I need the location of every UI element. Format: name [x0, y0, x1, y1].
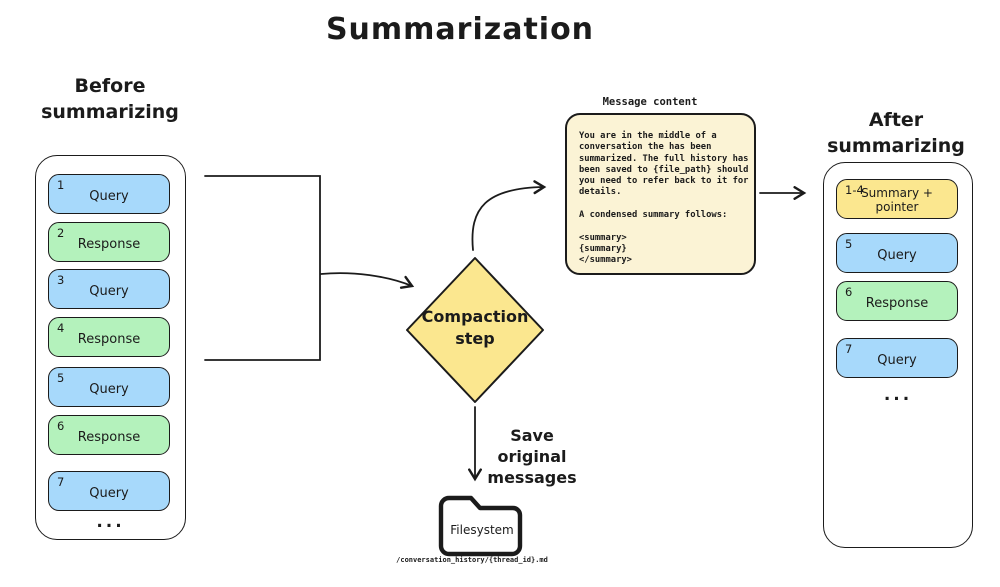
message-box-6[interactable]: 6 Response [48, 415, 170, 455]
message-number: 1-4 [845, 183, 864, 197]
message-label: Query [89, 381, 129, 397]
message-box-5[interactable]: 5 Query [48, 367, 170, 407]
message-box-3[interactable]: 3 Query [48, 269, 170, 309]
message-box-6-after[interactable]: 6 Response [836, 281, 958, 321]
message-number: 1 [57, 178, 65, 192]
message-label: Summary + pointer [861, 185, 933, 214]
compaction-label-line1: Compaction [421, 307, 529, 326]
filesystem-label: Filesystem [450, 523, 514, 537]
message-number: 5 [845, 237, 853, 251]
group-bracket [204, 175, 321, 361]
message-content-label: Message content [602, 96, 698, 108]
message-number: 4 [57, 321, 65, 335]
diagram-title: Summarization [325, 12, 595, 47]
message-label: Response [77, 331, 141, 347]
message-number: 5 [57, 371, 65, 385]
message-label: Query [877, 352, 917, 368]
before-label-line1: Before [74, 75, 146, 97]
arrow-bracket-to-compaction [320, 272, 415, 289]
save-note-line2: messages [487, 467, 577, 487]
after-label-line2: summarizing [827, 134, 965, 157]
message-box-1[interactable]: 1 Query [48, 174, 170, 214]
after-label-line1: After [868, 109, 924, 131]
save-note-line1: Save original [497, 426, 567, 466]
message-box-5-after[interactable]: 5 Query [836, 233, 958, 273]
message-label: Response [77, 429, 141, 445]
message-box-2[interactable]: 2 Response [48, 222, 170, 262]
compaction-label-line2: step [455, 328, 495, 348]
before-label: Before summarizing [35, 74, 185, 125]
message-number: 7 [57, 475, 65, 489]
message-label: Query [89, 188, 129, 204]
arrow-compaction-to-message [471, 180, 547, 251]
message-label: Query [89, 485, 129, 501]
before-container[interactable]: 1 Query 2 Response 3 Query 4 Response 5 … [35, 155, 186, 540]
message-label: Response [77, 236, 141, 252]
filesystem-path: /conversation_history/{thread_id}.md [396, 556, 548, 564]
compaction-label: Compaction step [407, 306, 543, 349]
after-ellipsis: ... [883, 385, 913, 405]
message-label: Query [89, 283, 129, 299]
message-content-box[interactable]: You are in the middle of a conversation … [565, 113, 756, 275]
message-number: 6 [57, 419, 65, 433]
before-ellipsis: ... [96, 512, 125, 532]
after-container[interactable]: 1-4 Summary + pointer 5 Query 6 Response… [823, 162, 973, 548]
message-label: Query [877, 247, 917, 263]
message-box-7-after[interactable]: 7 Query [836, 338, 958, 378]
message-content-body: You are in the middle of a conversation … [579, 131, 749, 266]
message-number: 3 [57, 273, 65, 287]
message-box-7[interactable]: 7 Query [48, 471, 170, 511]
message-box-4[interactable]: 4 Response [48, 317, 170, 357]
message-number: 7 [845, 342, 853, 356]
message-number: 2 [57, 226, 65, 240]
after-label: After summarizing [820, 108, 972, 159]
summary-pointer-box[interactable]: 1-4 Summary + pointer [836, 179, 958, 219]
before-label-line2: summarizing [41, 100, 179, 123]
save-note: Save original messages [476, 426, 588, 488]
message-number: 6 [845, 285, 853, 299]
message-label: Response [865, 295, 929, 311]
